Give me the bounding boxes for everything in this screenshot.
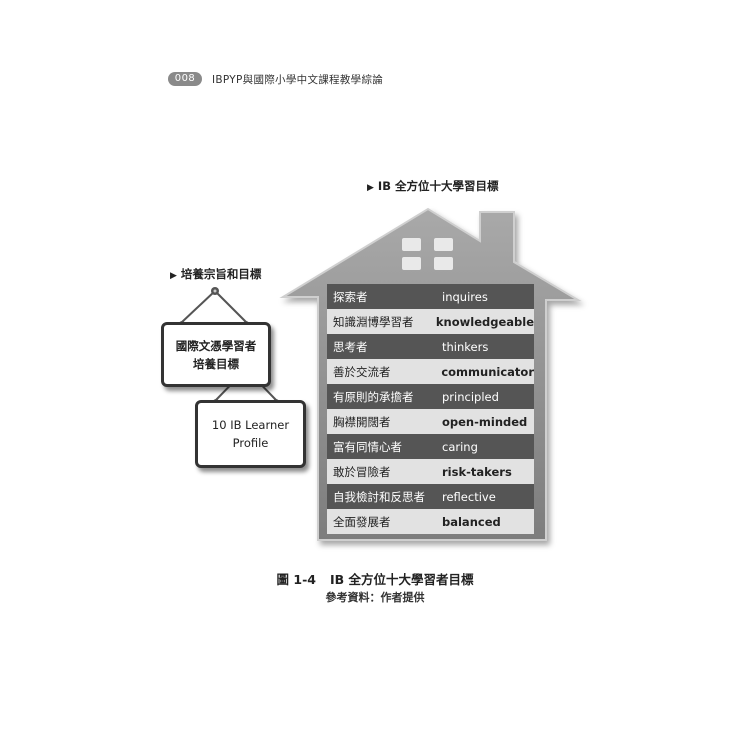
profile-en: open-minded	[442, 414, 528, 429]
figure-number: 圖 1-4	[276, 572, 316, 587]
profile-en: principled	[442, 389, 499, 404]
table-row: 富有同情心者 caring	[327, 434, 534, 459]
window-icon	[402, 238, 453, 270]
running-header: 008 IBPYP與國際小學中文課程教學綜論	[168, 71, 383, 87]
table-row: 胸襟開闊者 open-minded	[327, 409, 534, 434]
profile-zh: 富有同情心者	[333, 439, 402, 454]
table-row: 知識淵博學習者 knowledgeable	[327, 309, 534, 334]
profile-zh: 全面發展者	[333, 514, 391, 529]
table-row: 全面發展者 balanced	[327, 509, 534, 534]
sign-learner-goal-line1: 國際文憑學習者	[175, 338, 257, 353]
profile-zh: 善於交流者	[333, 364, 391, 379]
profile-en: thinkers	[442, 339, 489, 354]
profile-zh: 思考者	[333, 339, 368, 354]
figure-caption: 圖 1-4 IB 全方位十大學習者目標	[0, 569, 750, 588]
profile-zh: 胸襟開闊者	[333, 414, 391, 429]
table-row: 有原則的承擔者 principled	[327, 384, 534, 409]
profile-en: reflective	[442, 489, 496, 504]
table-row: 探索者 inquires	[327, 284, 534, 309]
profile-zh: 知識淵博學習者	[333, 314, 414, 329]
profile-en: communicator	[441, 364, 534, 379]
profile-zh: 有原則的承擔者	[333, 389, 414, 404]
profile-en: risk-takers	[442, 464, 512, 479]
page-number-badge: 008	[168, 72, 202, 86]
left-section-title: ▶培養宗旨和目標	[170, 266, 261, 282]
figure-title: IB 全方位十大學習者目標	[329, 572, 474, 587]
profile-zh: 探索者	[333, 289, 368, 304]
table-row: 敢於冒險者 risk-takers	[327, 459, 534, 484]
table-row: 自我檢討和反思者 reflective	[327, 484, 534, 509]
sign-learner-profile-line1: 10 IB Learner	[211, 418, 290, 432]
profile-en: caring	[442, 439, 478, 454]
table-row: 善於交流者 communicator	[327, 359, 534, 384]
triangle-marker-icon: ▶	[367, 183, 374, 193]
profile-zh: 自我檢討和反思者	[333, 489, 425, 504]
profile-en: knowledgeable	[435, 314, 534, 329]
book-title: IBPYP與國際小學中文課程教學綜論	[212, 73, 384, 86]
profile-zh: 敢於冒險者	[333, 464, 391, 479]
profile-en: inquires	[442, 289, 488, 304]
sign-learner-profile: 10 IB Learner Profile	[195, 400, 306, 468]
house-section-title: ▶IB 全方位十大學習目標	[367, 178, 498, 194]
learner-profile-table: 探索者 inquires 知識淵博學習者 knowledgeable 思考者 thin…	[327, 284, 534, 534]
table-row: 思考者 thinkers	[327, 334, 534, 359]
figure-source: 參考資料：作者提供	[325, 591, 425, 604]
profile-en: balanced	[442, 514, 501, 529]
triangle-marker-icon: ▶	[170, 271, 177, 281]
left-section-title-text: 培養宗旨和目標	[180, 267, 262, 281]
sign-learner-goal: 國際文憑學習者 培養目標	[161, 322, 271, 387]
sign-learner-goal-line2: 培養目標	[193, 356, 239, 371]
house-section-title-text: IB 全方位十大學習目標	[377, 179, 499, 193]
sign-learner-profile-line2: Profile	[232, 436, 269, 450]
